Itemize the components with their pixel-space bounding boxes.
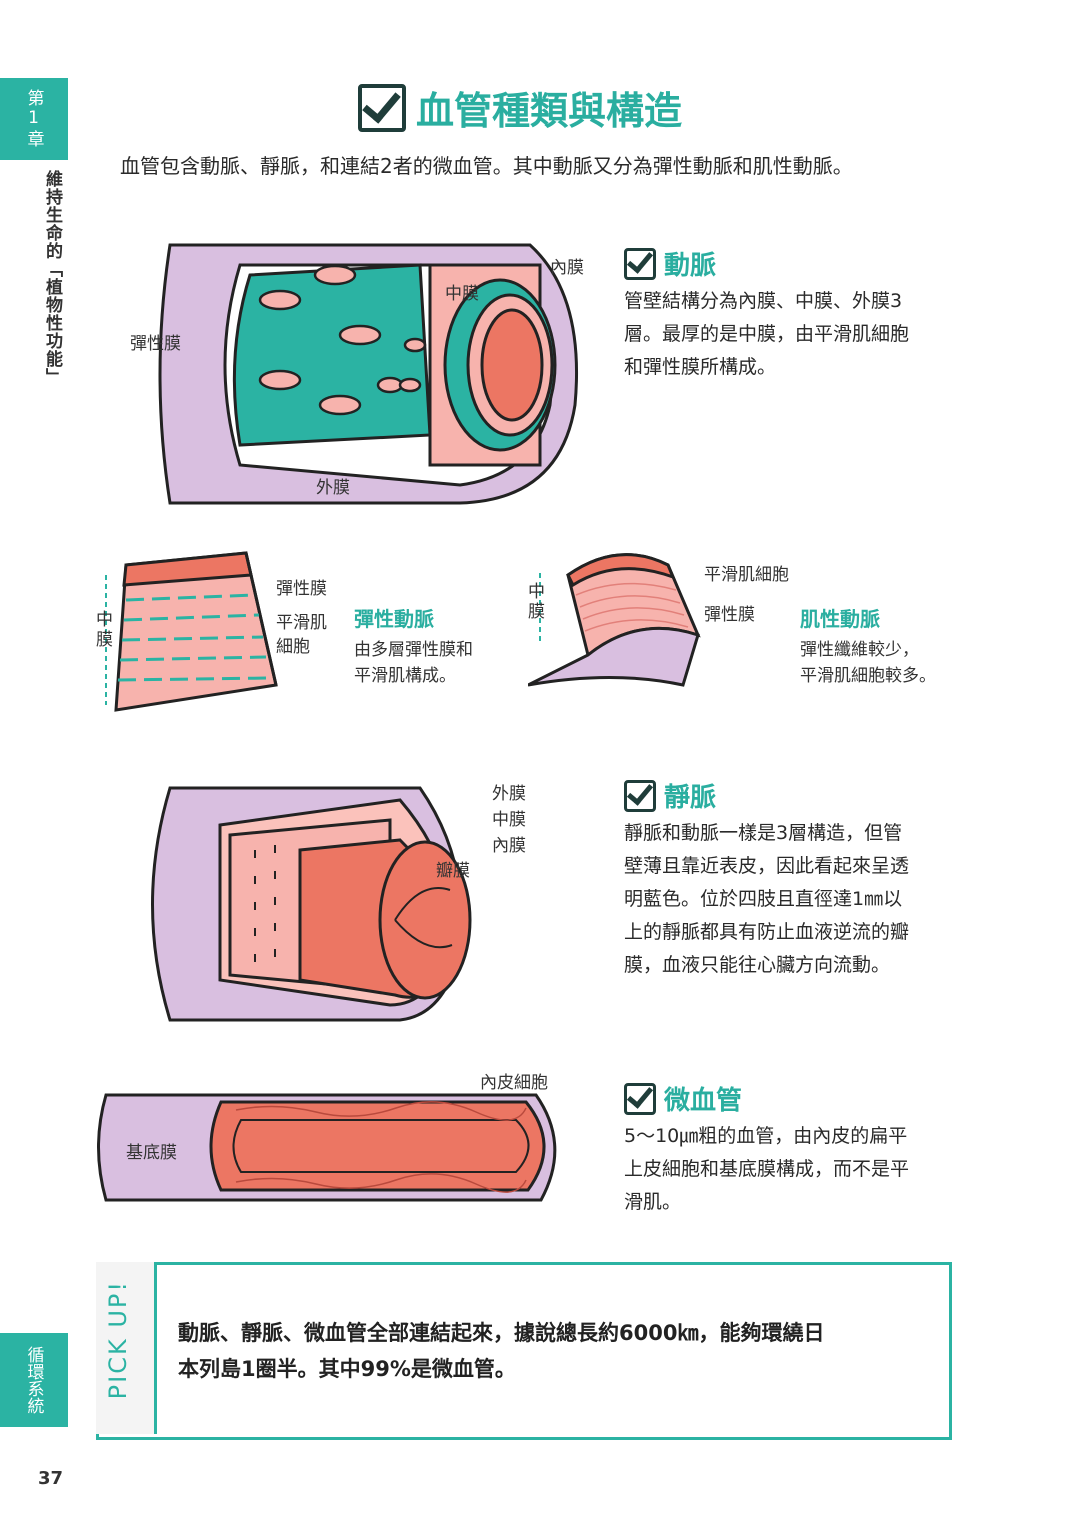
muscular-artery-label-smooth: 平滑肌細胞 (704, 560, 789, 585)
chapter-title: 維持生命的「植物性功能」 (40, 170, 65, 386)
checkbox-icon (624, 780, 656, 812)
capillary-label-endothelial: 內皮細胞 (480, 1068, 548, 1093)
page-title-text: 血管種類與構造 (416, 80, 682, 135)
text-line: 上皮細胞和基底膜構成，而不是平 (624, 1153, 909, 1186)
elastic-artery-label-smooth-2: 細胞 (276, 632, 310, 657)
text-line: 由多層彈性膜和 (354, 637, 473, 663)
vein-heading-text: 靜脈 (664, 777, 716, 814)
text-line: 膜，血液只能往心臟方向流動。 (624, 949, 909, 982)
elastic-artery-illustration (96, 545, 286, 715)
page-number: 37 (38, 1468, 63, 1489)
vein-label-adventitia: 外膜 (492, 779, 526, 804)
artery-illustration (130, 235, 590, 520)
muscular-artery-desc: 彈性纖維較少， 平滑肌細胞較多。 (800, 637, 936, 689)
page-title: 血管種類與構造 (358, 80, 682, 135)
text-line: 明藍色。位於四肢且直徑達1㎜以 (624, 883, 909, 916)
section-tab: 循環系統 (0, 1333, 68, 1427)
checkbox-icon (358, 84, 406, 132)
vein-label-valve: 瓣膜 (436, 856, 470, 881)
elastic-artery-label-elastic: 彈性膜 (276, 574, 327, 599)
vein-illustration (130, 780, 500, 1025)
muscular-artery-label-media: 中膜 (528, 582, 548, 622)
capillary-heading-text: 微血管 (664, 1080, 742, 1117)
elastic-artery-label-smooth-1: 平滑肌 (276, 608, 327, 633)
muscular-artery-illustration (528, 545, 708, 695)
elastic-artery-desc: 由多層彈性膜和 平滑肌構成。 (354, 637, 473, 689)
text-line: 彈性纖維較少， (800, 637, 936, 663)
artery-heading-text: 動脈 (664, 245, 716, 282)
capillary-heading: 微血管 (624, 1080, 742, 1117)
pickup-text: 動脈、靜脈、微血管全部連結起來，據說總長約6000㎞，能夠環繞日 本列島1圈半。… (178, 1315, 938, 1387)
artery-label-intima: 內膜 (550, 253, 584, 278)
artery-text: 管壁結構分為內膜、中膜、外膜3 層。最厚的是中膜，由平滑肌細胞 和彈性膜所構成。 (624, 285, 909, 384)
text-line: 5〜10㎛粗的血管，由內皮的扁平 (624, 1120, 909, 1153)
intro-text: 血管包含動脈、靜脈，和連結2者的微血管。其中動脈又分為彈性動脈和肌性動脈。 (120, 150, 853, 179)
text-line: 靜脈和動脈一樣是3層構造，但管 (624, 817, 909, 850)
text-line: 滑肌。 (624, 1186, 909, 1219)
artery-label-media: 中膜 (445, 279, 479, 304)
checkbox-icon (624, 248, 656, 280)
chapter-tab: 第1章 (0, 78, 68, 160)
vein-label-media: 中膜 (492, 805, 526, 830)
text-line: 和彈性膜所構成。 (624, 351, 909, 384)
text-line: 動脈、靜脈、微血管全部連結起來，據說總長約6000㎞，能夠環繞日 (178, 1315, 938, 1351)
capillary-label-basement: 基底膜 (126, 1138, 177, 1163)
text-line: 上的靜脈都具有防止血液逆流的瓣 (624, 916, 909, 949)
pickup-label: PICK UP! (104, 1280, 132, 1399)
vein-label-intima: 內膜 (492, 831, 526, 856)
text-line: 壁薄且靠近表皮，因此看起來呈透 (624, 850, 909, 883)
artery-label-elastic: 彈性膜 (130, 329, 181, 354)
vein-text: 靜脈和動脈一樣是3層構造，但管 壁薄且靠近表皮，因此看起來呈透 明藍色。位於四肢… (624, 817, 909, 982)
text-line: 管壁結構分為內膜、中膜、外膜3 (624, 285, 909, 318)
elastic-artery-heading: 彈性動脈 (354, 603, 434, 632)
muscular-artery-heading: 肌性動脈 (800, 603, 880, 632)
elastic-artery-label-media: 中膜 (96, 610, 116, 650)
artery-label-adventitia: 外膜 (316, 473, 350, 498)
checkbox-icon (624, 1083, 656, 1115)
text-line: 本列島1圈半。其中99%是微血管。 (178, 1351, 938, 1387)
capillary-text: 5〜10㎛粗的血管，由內皮的扁平 上皮細胞和基底膜構成，而不是平 滑肌。 (624, 1120, 909, 1219)
text-line: 層。最厚的是中膜，由平滑肌細胞 (624, 318, 909, 351)
vein-heading: 靜脈 (624, 777, 716, 814)
text-line: 平滑肌細胞較多。 (800, 663, 936, 689)
artery-heading: 動脈 (624, 245, 716, 282)
text-line: 平滑肌構成。 (354, 663, 473, 689)
muscular-artery-label-elastic: 彈性膜 (704, 600, 755, 625)
